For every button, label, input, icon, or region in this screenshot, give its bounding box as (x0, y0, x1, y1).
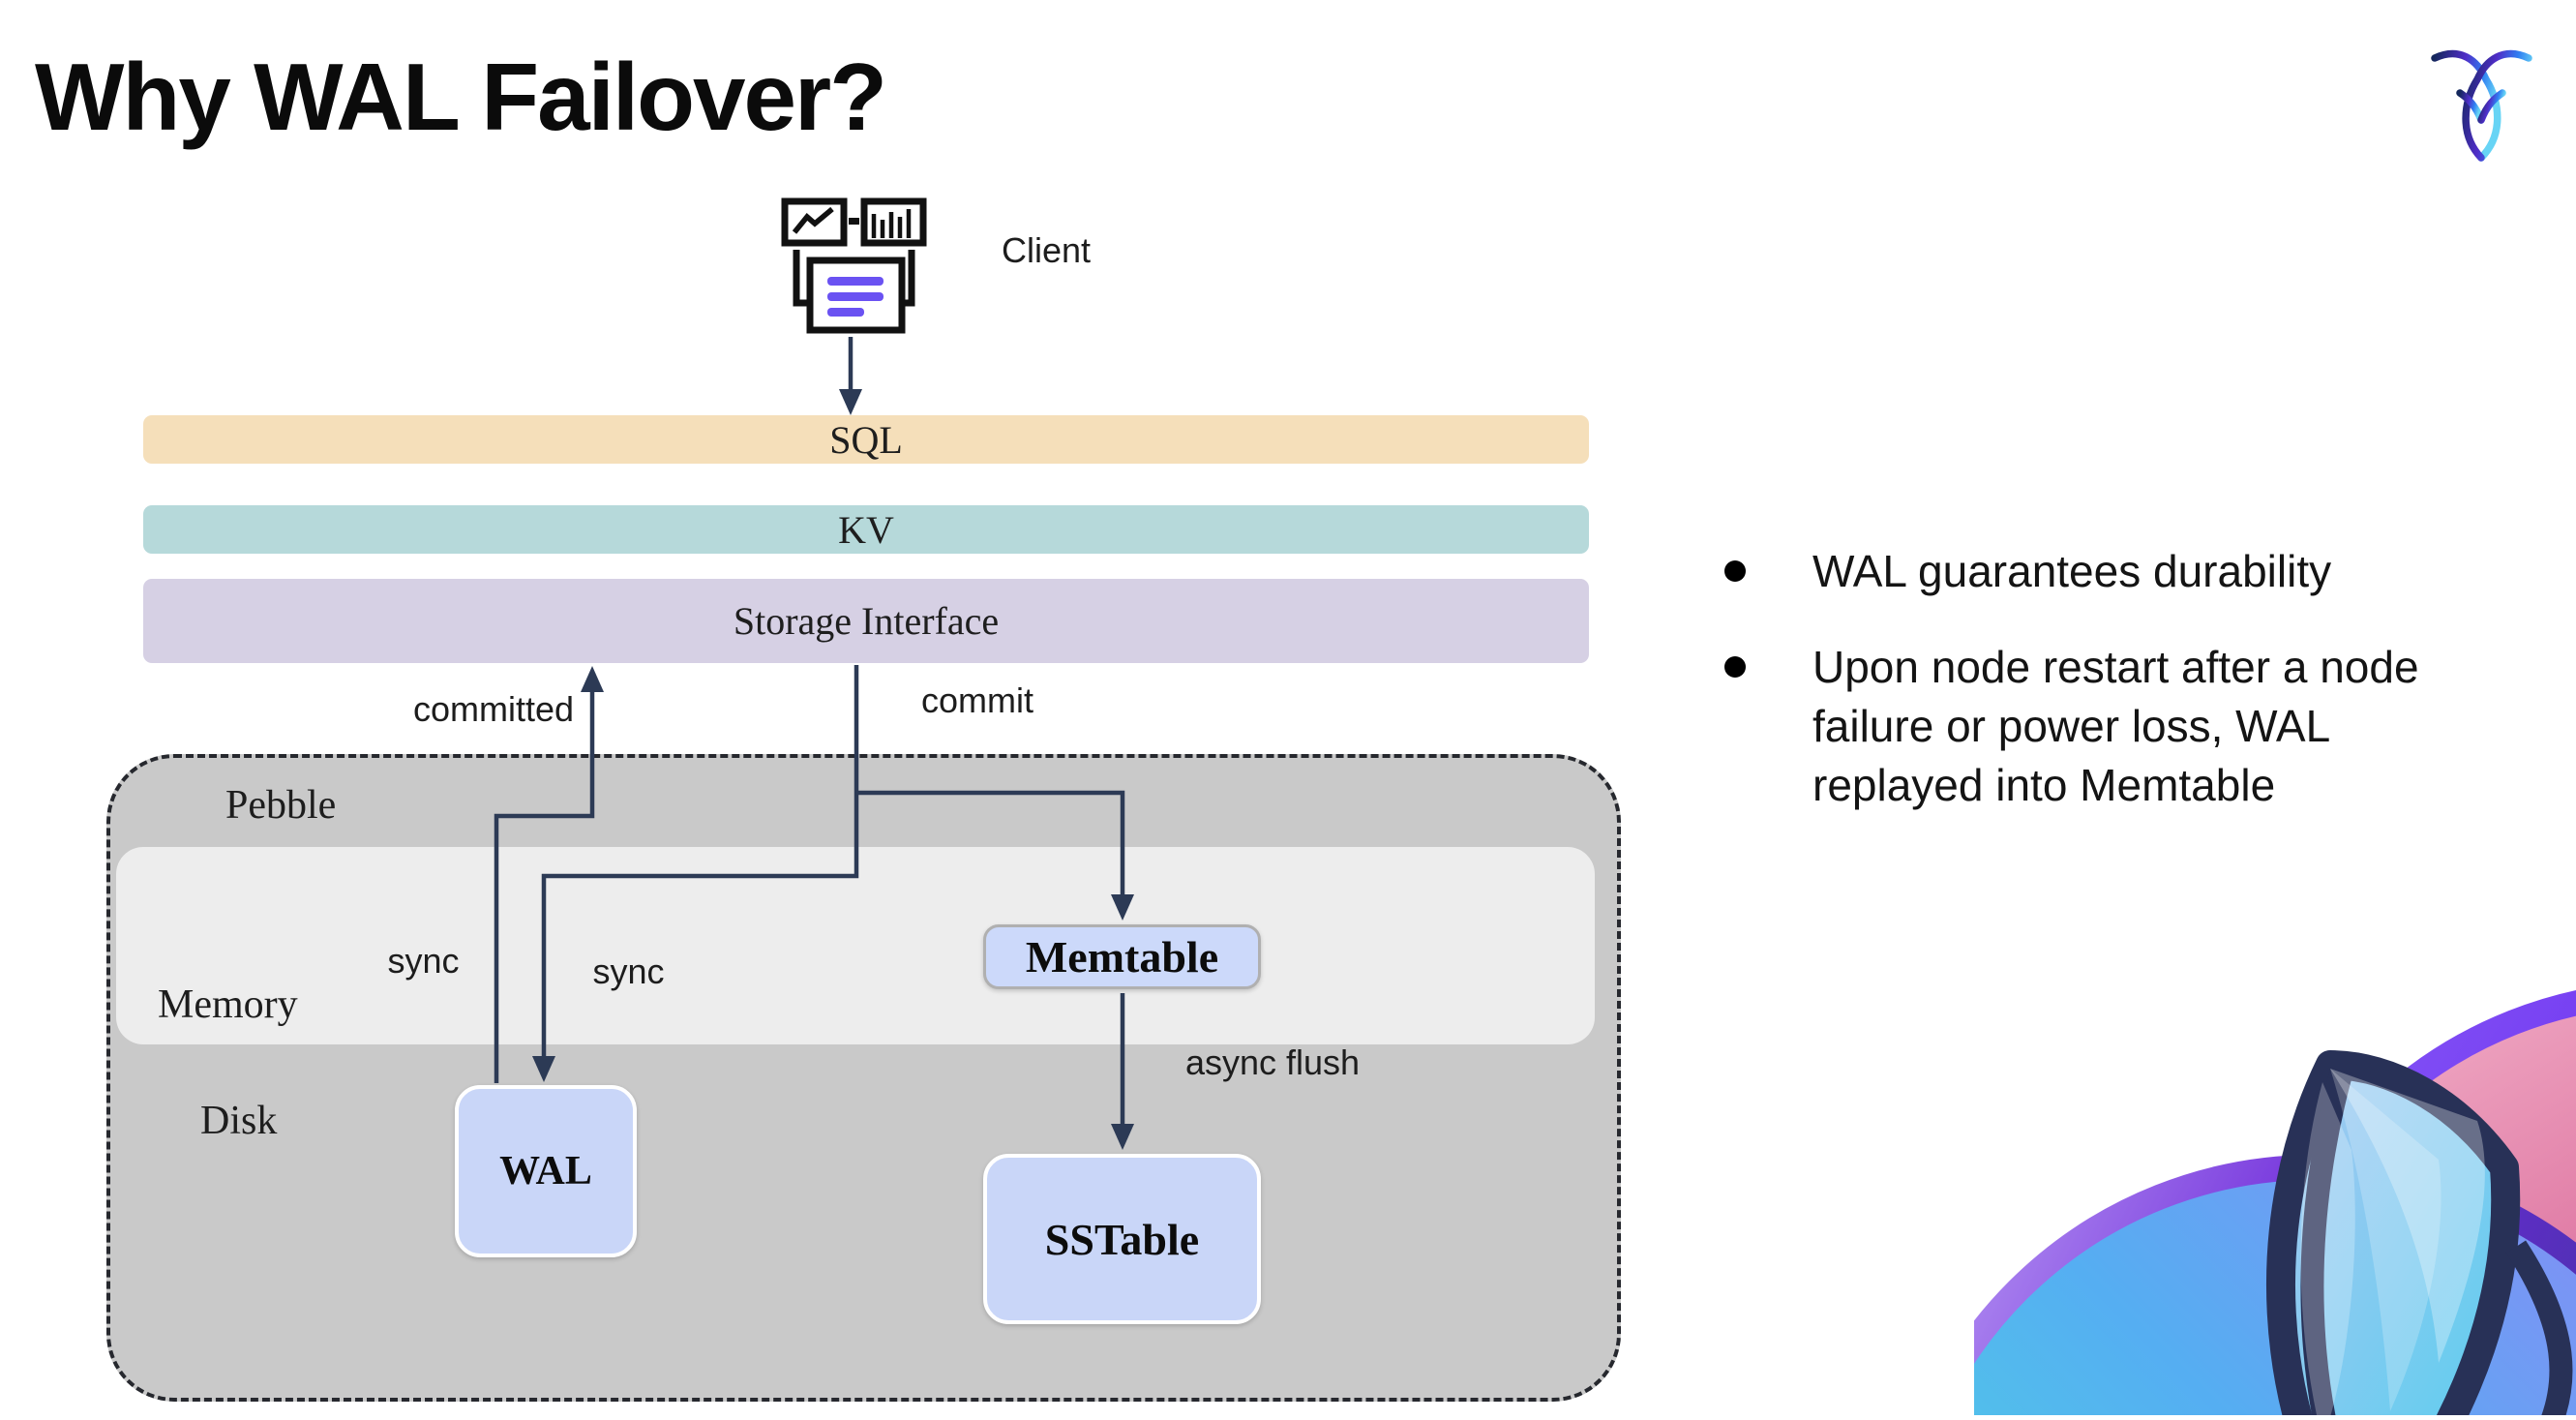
document-lines-icon (827, 277, 884, 317)
client-label: Client (1002, 230, 1092, 270)
client-icon (780, 196, 927, 347)
line-chart-icon (781, 197, 848, 247)
bullet-text: Upon node restart after a node failure o… (1812, 642, 2419, 810)
sql-layer-label: SQL (829, 417, 903, 462)
commit-edge-label: commit (921, 680, 1033, 720)
list-item: WAL guarantees durability (1722, 542, 2451, 601)
committed-edge-label: committed (412, 689, 575, 729)
memory-label: Memory (158, 982, 298, 1027)
kv-layer-bar: KV (143, 505, 1589, 554)
memtable-node: Memtable (983, 924, 1261, 989)
wal-label: WAL (499, 1149, 592, 1193)
cockroachdb-brand-art (1915, 956, 2576, 1420)
sync-right-edge-label: sync (592, 952, 665, 991)
bullet-dot-icon (1724, 560, 1746, 582)
wal-node: WAL (455, 1085, 637, 1257)
bar-chart-icon (860, 197, 927, 247)
bullet-dot-icon (1724, 656, 1746, 678)
storage-interface-label: Storage Interface (733, 599, 1000, 643)
sync-left-edge-label: sync (387, 941, 460, 981)
disk-label: Disk (200, 1099, 278, 1143)
sstable-label: SSTable (1044, 1214, 1200, 1264)
async-flush-edge-label: async flush (1184, 1042, 1361, 1082)
bullet-text: WAL guarantees durability (1812, 546, 2332, 596)
memtable-label: Memtable (1025, 932, 1219, 982)
bullet-list: WAL guarantees durability Upon node rest… (1722, 542, 2564, 852)
list-item: Upon node restart after a node failure o… (1722, 638, 2451, 815)
pebble-label: Pebble (225, 783, 337, 828)
sstable-node: SSTable (983, 1154, 1261, 1324)
memory-band (116, 847, 1595, 1044)
cockroachdb-logo-icon (2431, 45, 2532, 170)
kv-layer-label: KV (838, 507, 894, 552)
page-title: Why WAL Failover? (35, 44, 887, 150)
storage-interface-layer-bar: Storage Interface (143, 579, 1589, 663)
sql-layer-bar: SQL (143, 415, 1589, 464)
